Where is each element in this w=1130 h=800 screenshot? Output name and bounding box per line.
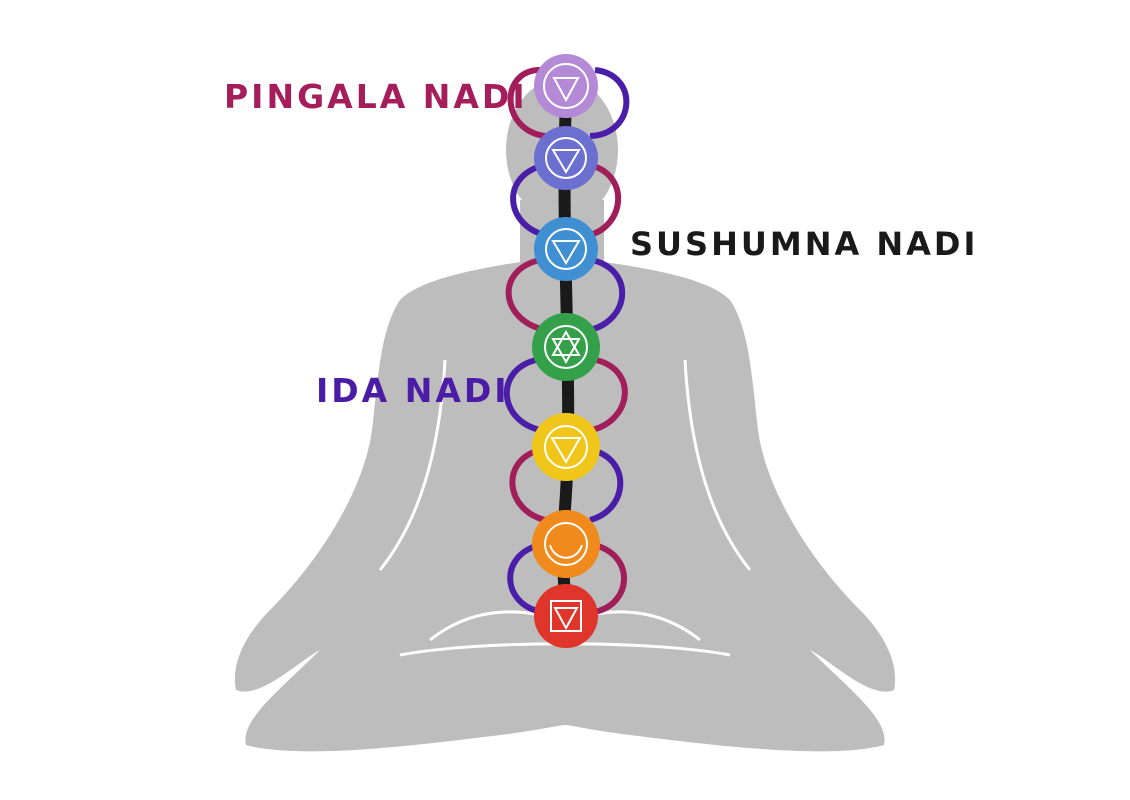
triangle-icon	[550, 437, 582, 464]
hexagram-icon	[551, 329, 581, 356]
heart-chakra-icon	[532, 313, 600, 381]
chakra-third-eye	[534, 126, 598, 190]
triangle-circle-icon	[551, 149, 581, 174]
ida-loop-4	[503, 357, 541, 433]
sushumna-nadi-label: SUSHUMNA NADI	[630, 225, 979, 263]
ida-loop-3	[589, 257, 626, 333]
pingala-loop-6	[593, 542, 627, 615]
lotus-triangle-icon	[552, 77, 580, 103]
pingala-nadi-label: PINGALA NADI	[224, 77, 528, 116]
chakra-heart	[532, 313, 600, 381]
ida-loop-5	[589, 447, 624, 523]
root-chakra-triangle	[553, 607, 579, 631]
figure-arm-line-right	[683, 359, 752, 571]
chakra-crown	[534, 54, 598, 118]
pingala-loop-1	[507, 67, 546, 139]
heart-chakra-ring	[544, 325, 588, 369]
crescent-icon	[549, 544, 583, 559]
chakra-throat	[534, 217, 598, 281]
chakra-sacral	[532, 510, 600, 578]
ida-loop-2	[510, 162, 546, 238]
root-chakra-icon	[534, 584, 598, 648]
ida-loop-1	[589, 67, 630, 139]
crown-chakra-ring	[543, 63, 589, 109]
throat-chakra-icon	[534, 217, 598, 281]
nadi-loops	[503, 67, 630, 615]
third-eye-chakra-icon	[534, 126, 598, 190]
solar-plexus-chakra-ring	[544, 425, 588, 469]
triangle-circle-icon	[551, 240, 581, 265]
chakra-root	[534, 584, 598, 648]
figure-arm-line-left	[378, 359, 447, 571]
hexagram-icon-inverted	[551, 338, 581, 365]
solar-plexus-chakra-icon	[532, 413, 600, 481]
pingala-loop-3	[505, 257, 546, 333]
throat-chakra-ring	[545, 228, 587, 270]
ida-loop-6	[507, 542, 543, 615]
chakra-solar-plexus	[532, 413, 600, 481]
ida-nadi-label: IDA NADI	[316, 371, 510, 410]
sacral-chakra-icon	[532, 510, 600, 578]
pingala-loop-4	[591, 357, 628, 433]
pingala-loop-5	[509, 447, 546, 523]
sacral-chakra-ring	[544, 522, 588, 566]
square-triangle-icon	[550, 600, 582, 632]
third-eye-chakra-ring	[545, 137, 587, 179]
pingala-loop-2	[588, 162, 622, 238]
